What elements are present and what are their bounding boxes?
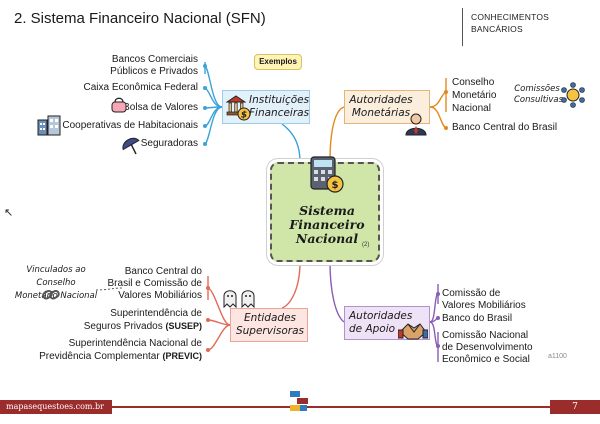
- node-previc-abbr: (PREVIC): [162, 351, 202, 361]
- code-label: a1100: [548, 353, 567, 360]
- node-bcb-cvm-line2: Brasil e Comissão de: [107, 278, 202, 289]
- page-title: 2. Sistema Financeiro Nacional (SFN): [14, 10, 266, 27]
- branch-autoridades-apoio: Autoridades de Apoio: [344, 306, 430, 340]
- footer-page-number: 7: [550, 400, 600, 414]
- node-banco-do-brasil: Banco do Brasil: [442, 313, 513, 324]
- node-susep-line1: Superintendência de: [110, 308, 202, 319]
- list-item-bancos-comerciais: Bancos Comerciais: [111, 54, 198, 65]
- node-previc-line2: Previdência Complementar (PREVIC): [39, 350, 202, 363]
- center-node: $ Sistema Financeiro Nacional (2): [270, 156, 380, 262]
- node-banco-central-brasil: Banco Central do Brasil: [452, 122, 558, 133]
- businessman-icon: [404, 112, 428, 136]
- note-vinculados-cmn: Vinculados ao Conselho Monetário Naciona…: [14, 265, 98, 301]
- building-icon: [36, 114, 62, 136]
- list-item-publicos-privados: Públicos e Privados: [110, 66, 198, 77]
- list-item-seguradoras: Seguradoras: [140, 138, 198, 149]
- list-item-bolsa-valores: Bolsa de Valores: [123, 102, 198, 113]
- footer-site-link[interactable]: mapasequestoes.com.br: [0, 400, 112, 414]
- node-comissoes-consultivas: Comissões Consultivas: [514, 84, 564, 105]
- branch-entidades-supervisoras: Entidades Supervisoras: [230, 308, 308, 342]
- people-circle-icon: [560, 82, 586, 108]
- node-previc-line1: Superintendência Nacional de: [68, 338, 202, 349]
- node-bcb-cvm-line1: Banco Central do: [124, 266, 202, 277]
- ghost-icon: [222, 288, 258, 309]
- subject-header-line1: CONHECIMENTOS: [471, 12, 550, 22]
- footer-divider: [112, 406, 550, 408]
- node-cndes: Comissão Nacional de Desenvolvimento Eco…: [442, 330, 533, 365]
- list-item-caixa-economica: Caixa Econômica Federal: [83, 82, 199, 93]
- subject-header: CONHECIMENTOS BANCÁRIOS: [462, 8, 592, 46]
- center-ref: (2): [362, 242, 370, 248]
- node-susep-abbr: (SUSEP): [165, 321, 202, 331]
- branch-autoridades-monetarias-label: Autoridades Monetárias: [349, 94, 413, 119]
- node-susep-line2: Seguros Privados (SUSEP): [84, 320, 202, 333]
- footer: mapasequestoes.com.br 7: [0, 400, 600, 414]
- cursor-icon: ↖: [4, 207, 14, 219]
- branch-instituicoes-financeiras: $ Instituições Financeiras: [222, 90, 310, 124]
- center-label: Sistema Financeiro Nacional: [289, 203, 365, 246]
- purse-icon: [110, 96, 128, 114]
- coin-icon: $: [237, 107, 251, 121]
- branch-autoridades-apoio-label: Autoridades de Apoio: [349, 310, 413, 335]
- bank-icon: [225, 95, 247, 117]
- node-comissao-valores-mobiliarios: Comissão de Valores Mobiliários: [442, 288, 526, 311]
- list-item-cooperativas: Cooperativas de Habitacionais: [62, 120, 198, 131]
- node-conselho-monetario: Conselho Monetário Nacional: [452, 77, 497, 114]
- svg-text:$: $: [241, 111, 247, 121]
- logo-icon: [288, 390, 310, 412]
- subject-header-line2: BANCÁRIOS: [471, 24, 523, 34]
- examples-tag: Exemplos: [254, 54, 302, 70]
- svg-text:$: $: [332, 180, 339, 191]
- link-chain-icon: [42, 288, 60, 302]
- branch-instituicoes-label: Instituições Financeiras: [249, 94, 310, 119]
- calculator-coin-icon: $: [310, 156, 344, 193]
- node-bcb-cvm-line3: Valores Mobiliários: [118, 290, 202, 301]
- umbrella-icon: [120, 134, 142, 156]
- node-susep-name: Seguros Privados: [83, 321, 163, 332]
- handshake-icon: [397, 318, 429, 342]
- node-previc-name: Previdência Complementar: [39, 351, 160, 362]
- branch-entidades-supervisoras-label: Entidades Supervisoras: [235, 312, 304, 337]
